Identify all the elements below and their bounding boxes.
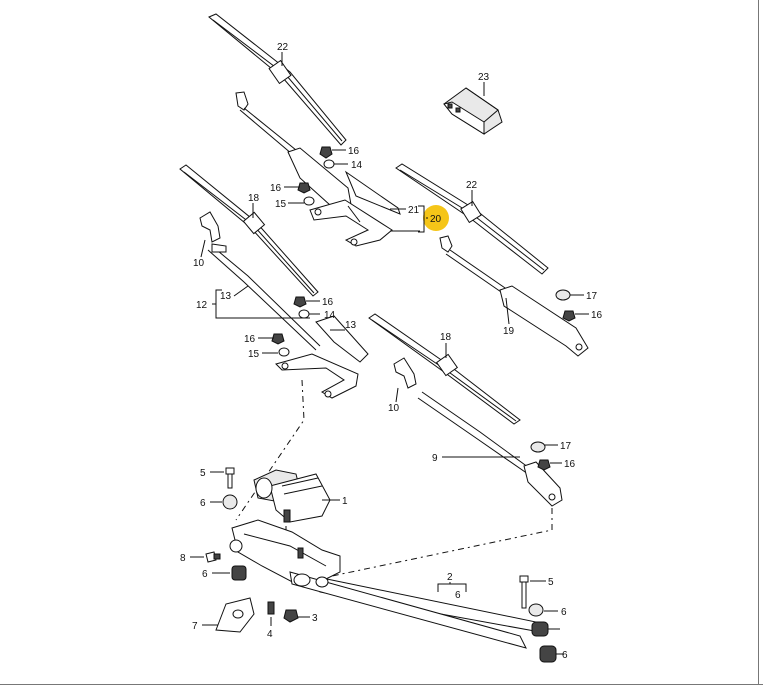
- callout-16-d[interactable]: 16: [244, 334, 256, 345]
- callout-17-b[interactable]: 17: [560, 441, 572, 452]
- callout-6-e[interactable]: 6: [562, 650, 568, 661]
- nut-16-left-a: [293, 296, 307, 308]
- callout-12[interactable]: 12: [196, 300, 208, 311]
- linkage-frame: [229, 519, 541, 649]
- callout-4[interactable]: 4: [267, 629, 273, 640]
- wiper-arm-right: [439, 235, 589, 357]
- washer-15-left: [278, 347, 290, 357]
- bracket-7: [215, 597, 255, 633]
- callout-16-f[interactable]: 16: [564, 459, 576, 470]
- washer-14-upper: [323, 159, 335, 169]
- nut-3: [283, 609, 299, 623]
- callout-2[interactable]: 2: [447, 572, 453, 583]
- callout-16-e[interactable]: 16: [591, 310, 603, 321]
- nut-16-upper-b: [297, 182, 311, 194]
- wiper-blade-upper: [208, 13, 347, 146]
- callout-7[interactable]: 7: [192, 621, 198, 632]
- callout-23[interactable]: 23: [478, 72, 490, 83]
- callout-22-upper[interactable]: 22: [277, 42, 289, 53]
- nut-16-right-upper: [562, 310, 576, 322]
- callout-18-left[interactable]: 18: [248, 193, 260, 204]
- screw-4: [267, 601, 275, 615]
- wiper-clip-lower: [393, 357, 417, 389]
- callout-6-d[interactable]: 6: [561, 607, 567, 618]
- callout-9[interactable]: 9: [432, 453, 438, 464]
- nut-16-lower: [537, 459, 551, 471]
- callout-1[interactable]: 1: [342, 496, 348, 507]
- callout-14-b[interactable]: 14: [324, 310, 336, 321]
- callout-10-right[interactable]: 10: [388, 403, 400, 414]
- screw-5-right: [519, 575, 529, 609]
- callout-18-right[interactable]: 18: [440, 332, 452, 343]
- bushing-6-right-c: [539, 645, 557, 663]
- washer-15-upper: [303, 196, 315, 206]
- washer-14-left: [298, 309, 310, 319]
- callout-6-a[interactable]: 6: [200, 498, 206, 509]
- wiper-blade-lower-right: [368, 313, 521, 425]
- callout-21[interactable]: 21: [408, 205, 420, 216]
- wiper-clip-left: [199, 211, 221, 243]
- bushing-6-right-b: [531, 621, 549, 637]
- callout-8[interactable]: 8: [180, 553, 186, 564]
- callout-labels: 22 23 16 14 16 15 21 20 22 18 10 12 13 1…: [180, 42, 603, 661]
- bolt-8: [205, 551, 221, 563]
- leader-lines: [190, 52, 589, 655]
- bushing-6-left-a: [222, 494, 238, 510]
- callout-15-a[interactable]: 15: [275, 199, 287, 210]
- wiper-motor: [253, 469, 331, 523]
- screw-5-left: [225, 467, 235, 489]
- callout-13-b[interactable]: 13: [345, 320, 357, 331]
- callout-17-a[interactable]: 17: [586, 291, 598, 302]
- wiper-blade-left: [179, 164, 319, 297]
- callout-6-b[interactable]: 6: [202, 569, 208, 580]
- right-border: [758, 0, 759, 685]
- callout-6-c[interactable]: 6: [455, 590, 461, 601]
- callout-16-b[interactable]: 16: [270, 183, 282, 194]
- connector-module: [443, 87, 503, 135]
- cap-17-upper: [555, 289, 571, 301]
- nut-16-upper-a: [319, 146, 333, 159]
- callout-19[interactable]: 19: [503, 326, 515, 337]
- callout-20[interactable]: 20: [430, 214, 442, 225]
- callout-16-c[interactable]: 16: [322, 297, 334, 308]
- callout-10-left[interactable]: 10: [193, 258, 205, 269]
- bushing-6-right-a: [528, 603, 544, 617]
- callout-13-a[interactable]: 13: [220, 291, 232, 302]
- callout-5-right[interactable]: 5: [548, 577, 554, 588]
- callout-3[interactable]: 3: [312, 613, 318, 624]
- bushing-6-left-b: [231, 565, 247, 581]
- callout-16-a[interactable]: 16: [348, 146, 360, 157]
- nut-16-left-b: [271, 333, 285, 345]
- highlight-marker-20[interactable]: [423, 205, 449, 231]
- wiper-blade-right: [395, 163, 549, 275]
- callout-15-b[interactable]: 15: [248, 349, 260, 360]
- callout-14-a[interactable]: 14: [351, 160, 363, 171]
- assembly-guide-lines: [235, 379, 553, 577]
- wiper-arm-assembly-upper: [235, 91, 401, 247]
- callout-5-left[interactable]: 5: [200, 468, 206, 479]
- callout-22-right[interactable]: 22: [466, 180, 478, 191]
- cap-17-lower: [530, 441, 546, 453]
- wiper-arm-left: [207, 243, 369, 399]
